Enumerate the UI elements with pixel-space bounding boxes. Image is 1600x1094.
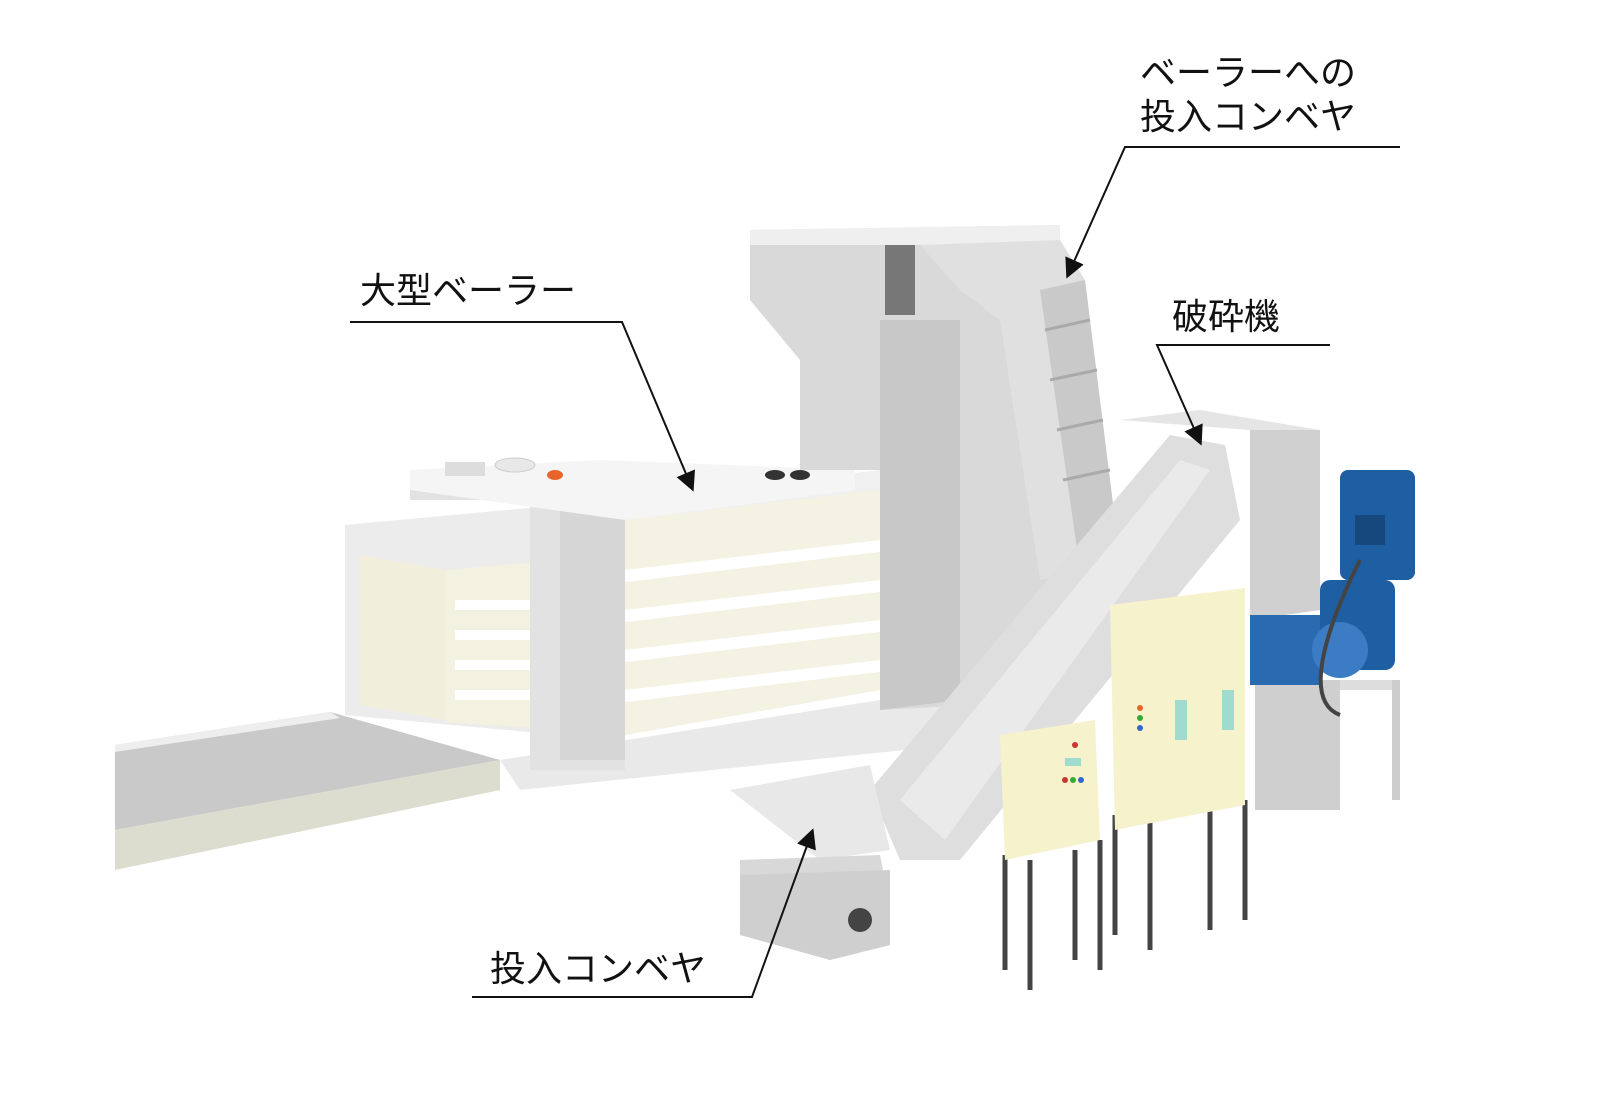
indicator-light-icon [547, 470, 563, 480]
bale-icon [360, 555, 445, 720]
label-baler-conveyor-line1: ベーラーへの [1140, 53, 1357, 94]
roller-icon [848, 908, 872, 932]
baler-feed-conveyor [920, 240, 1120, 580]
leader-lines [350, 146, 1400, 998]
label-large-baler: 大型ベーラー [360, 271, 577, 312]
label-feed-conveyor: 投入コンベヤ [490, 949, 707, 990]
control-panel-large [1110, 588, 1248, 950]
crusher [1120, 410, 1415, 810]
baler-hopper-tower [750, 225, 1060, 710]
control-panel-small [1000, 720, 1103, 990]
label-crusher: 破砕機 [1172, 297, 1281, 338]
large-baler [345, 457, 880, 770]
discharge-platform [115, 712, 500, 870]
label-baler-conveyor-line2: 投入コンベヤ [1140, 97, 1357, 138]
feed-conveyor [730, 435, 1240, 960]
